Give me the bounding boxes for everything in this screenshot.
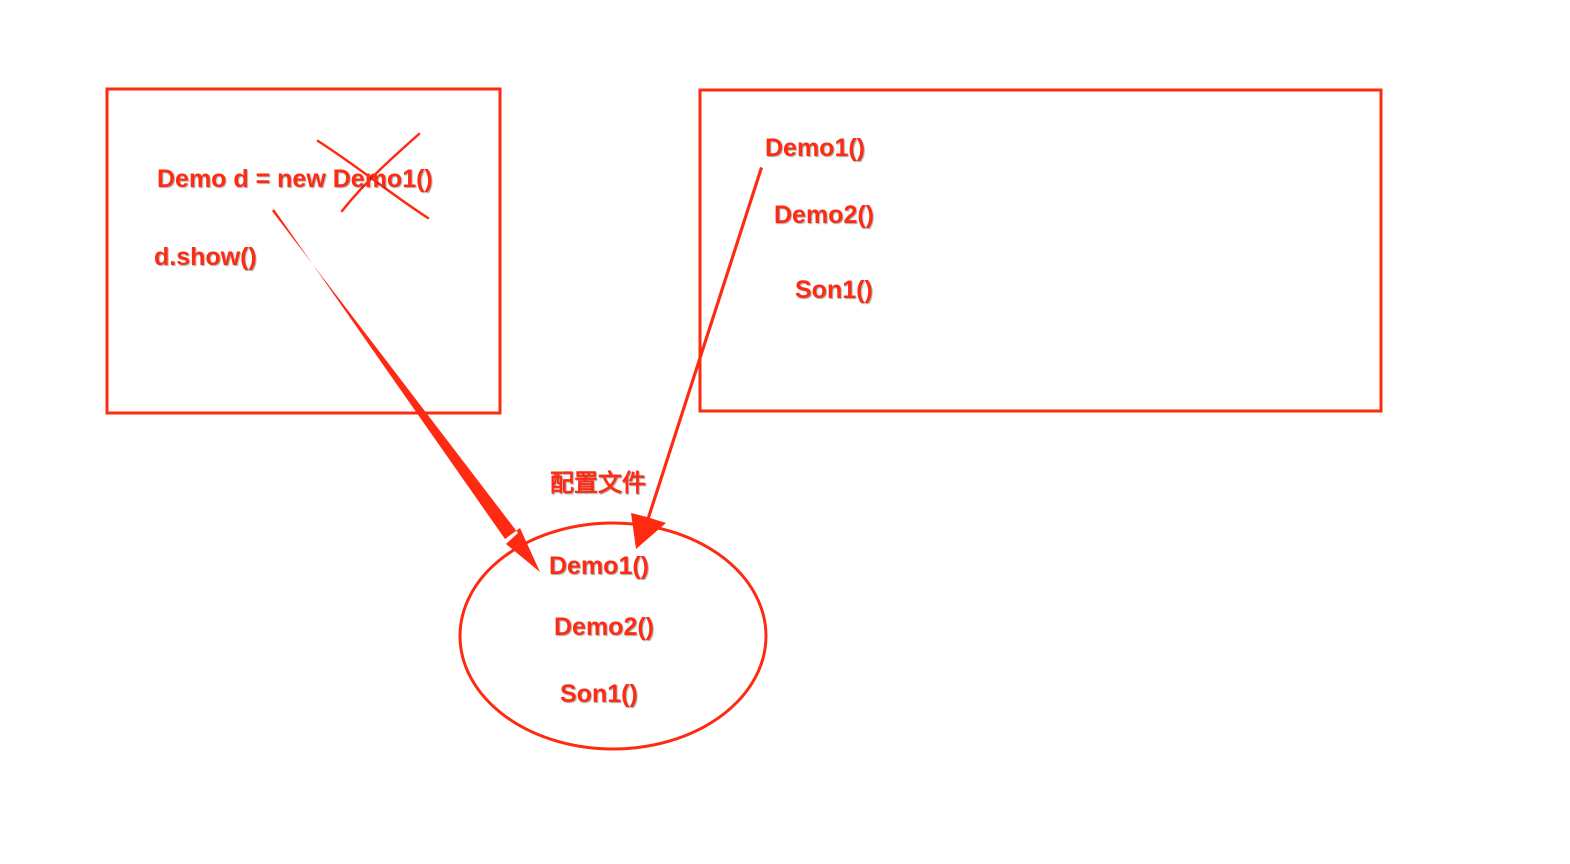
config-ellipse <box>458 521 768 751</box>
arrow-right-to-config <box>631 167 763 549</box>
code-line-new-demo: Demo d = new Demo1() <box>157 165 433 193</box>
left-box <box>105 87 502 415</box>
right-item-son1: Son1() <box>795 276 873 304</box>
cross-out-stroke-2 <box>340 132 421 213</box>
config-item-demo2: Demo2() <box>554 613 655 641</box>
config-title: 配置文件 <box>550 469 646 497</box>
right-item-demo1: Demo1() <box>765 134 866 162</box>
right-box <box>698 88 1383 413</box>
config-item-son1: Son1() <box>560 680 638 708</box>
arrow-left-to-config <box>272 209 540 572</box>
right-item-demo2: Demo2() <box>774 201 875 229</box>
config-item-demo1: Demo1() <box>549 552 650 580</box>
code-line-show: d.show() <box>154 243 257 271</box>
cross-out-stroke-1 <box>316 139 430 220</box>
